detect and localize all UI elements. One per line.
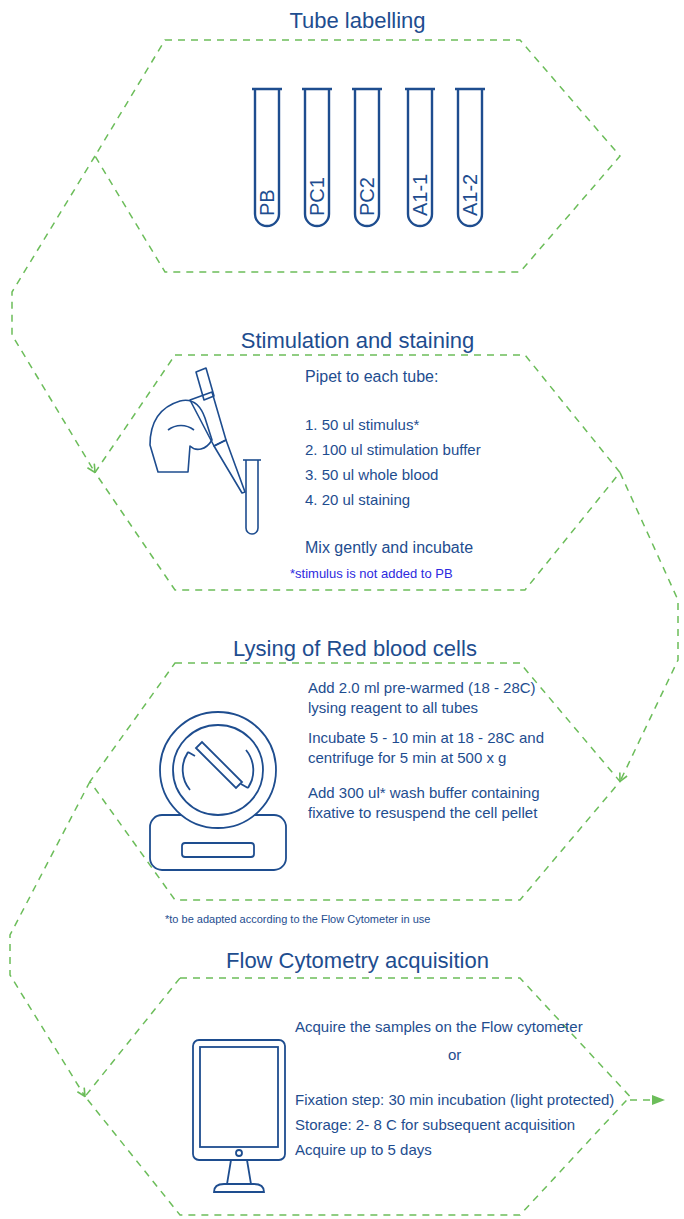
step-text: Incubate 5 - 10 min at 18 - 28C and cent… [308,728,570,767]
pipette-body [190,392,226,446]
step-text: Add 300 ul* wash buffer containing fixat… [308,783,570,822]
process-step: Tube labellingPBPC1PC2A1-1A1-2 [95,40,620,272]
pipette-tip [214,440,245,493]
step-text: Fixation step: 30 min incubation (light … [295,1090,614,1110]
step-text: Pipet to each tube: [305,367,438,388]
sample-tube: A1-2 [455,88,485,228]
hexagon-border [95,40,620,272]
flow-connector [620,473,678,782]
tube-label: A1-1 [410,174,430,216]
centrifuge-rotor [173,725,263,815]
centrifuge-illustration [150,712,286,870]
step-text: 1. 50 ul stimulus* [305,415,419,435]
tube-label: PC2 [357,177,377,216]
hexagon-outline [95,40,620,272]
sample-tube-small [246,460,258,534]
monitor-foot [214,1184,264,1192]
tube-border [405,89,435,226]
centrifuge-display [182,843,254,857]
step-heading: Stimulation and staining [95,327,620,356]
monitor-stand [227,1160,251,1184]
rotation-arrow [241,750,253,788]
step-text: Storage: 2- 8 C for subsequent acquisiti… [295,1115,575,1135]
tube-label: A1-2 [460,174,480,216]
process-step: Stimulation and stainingPipet to each tu… [95,355,620,590]
monitor-button [236,1150,242,1156]
monitor-screen [200,1047,278,1147]
step-text: or [448,1045,461,1065]
pipette-illustration [150,368,261,534]
step-text: Add 2.0 ml pre-warmed (18 - 28C) lysing … [308,678,570,717]
step-text: Mix gently and incubate [305,538,473,559]
footnote: *stimulus is not added to PB [290,566,453,583]
tube-label: PC1 [307,177,327,216]
step-text: Acquire up to 5 days [295,1140,432,1160]
step-heading: Tube labelling [95,7,620,36]
sample-tube: PC1 [302,88,332,228]
tube-border [455,89,485,226]
tube-lip [243,459,261,461]
exit-arrow-head [652,1095,665,1105]
exit-arrow-line [630,1099,654,1101]
hand-finger [168,426,194,431]
flow-connector [10,782,90,1097]
step-heading: Lysing of Red blood cells [90,635,620,664]
step-text: 4. 20 ul staining [305,490,410,510]
monitor-illustration [193,1040,285,1192]
tube-border [352,89,382,226]
step-text: 2. 100 ul stimulation buffer [305,440,481,460]
sample-tube: PC2 [352,88,382,228]
sample-tube: A1-1 [405,88,435,228]
step-text: Acquire the samples on the Flow cytomete… [295,1017,583,1037]
sample-tube: PB [252,88,282,228]
centrifuge-lid [160,712,276,828]
rotation-arrow [183,752,195,790]
hand-outline [150,400,212,472]
hexagon-border [95,355,620,590]
tube-label: PB [257,189,277,216]
step-text: 3. 50 ul whole blood [305,465,438,485]
centrifuge-tube [196,742,242,788]
process-step: Flow Cytometry acquisitionAcquire the sa… [85,978,630,1215]
step-heading: Flow Cytometry acquisition [85,947,630,976]
process-step: Lysing of Red blood cellsAdd 2.0 ml pre-… [90,663,620,900]
footnote: *to be adapted according to the Flow Cyt… [165,913,430,926]
flow-connector [12,156,95,473]
exit-arrow [630,1095,665,1105]
tube-border [302,89,332,226]
monitor-frame [193,1040,285,1160]
hexagon-border [90,663,620,900]
hexagon-border [85,978,630,1215]
tube-border [252,89,282,226]
